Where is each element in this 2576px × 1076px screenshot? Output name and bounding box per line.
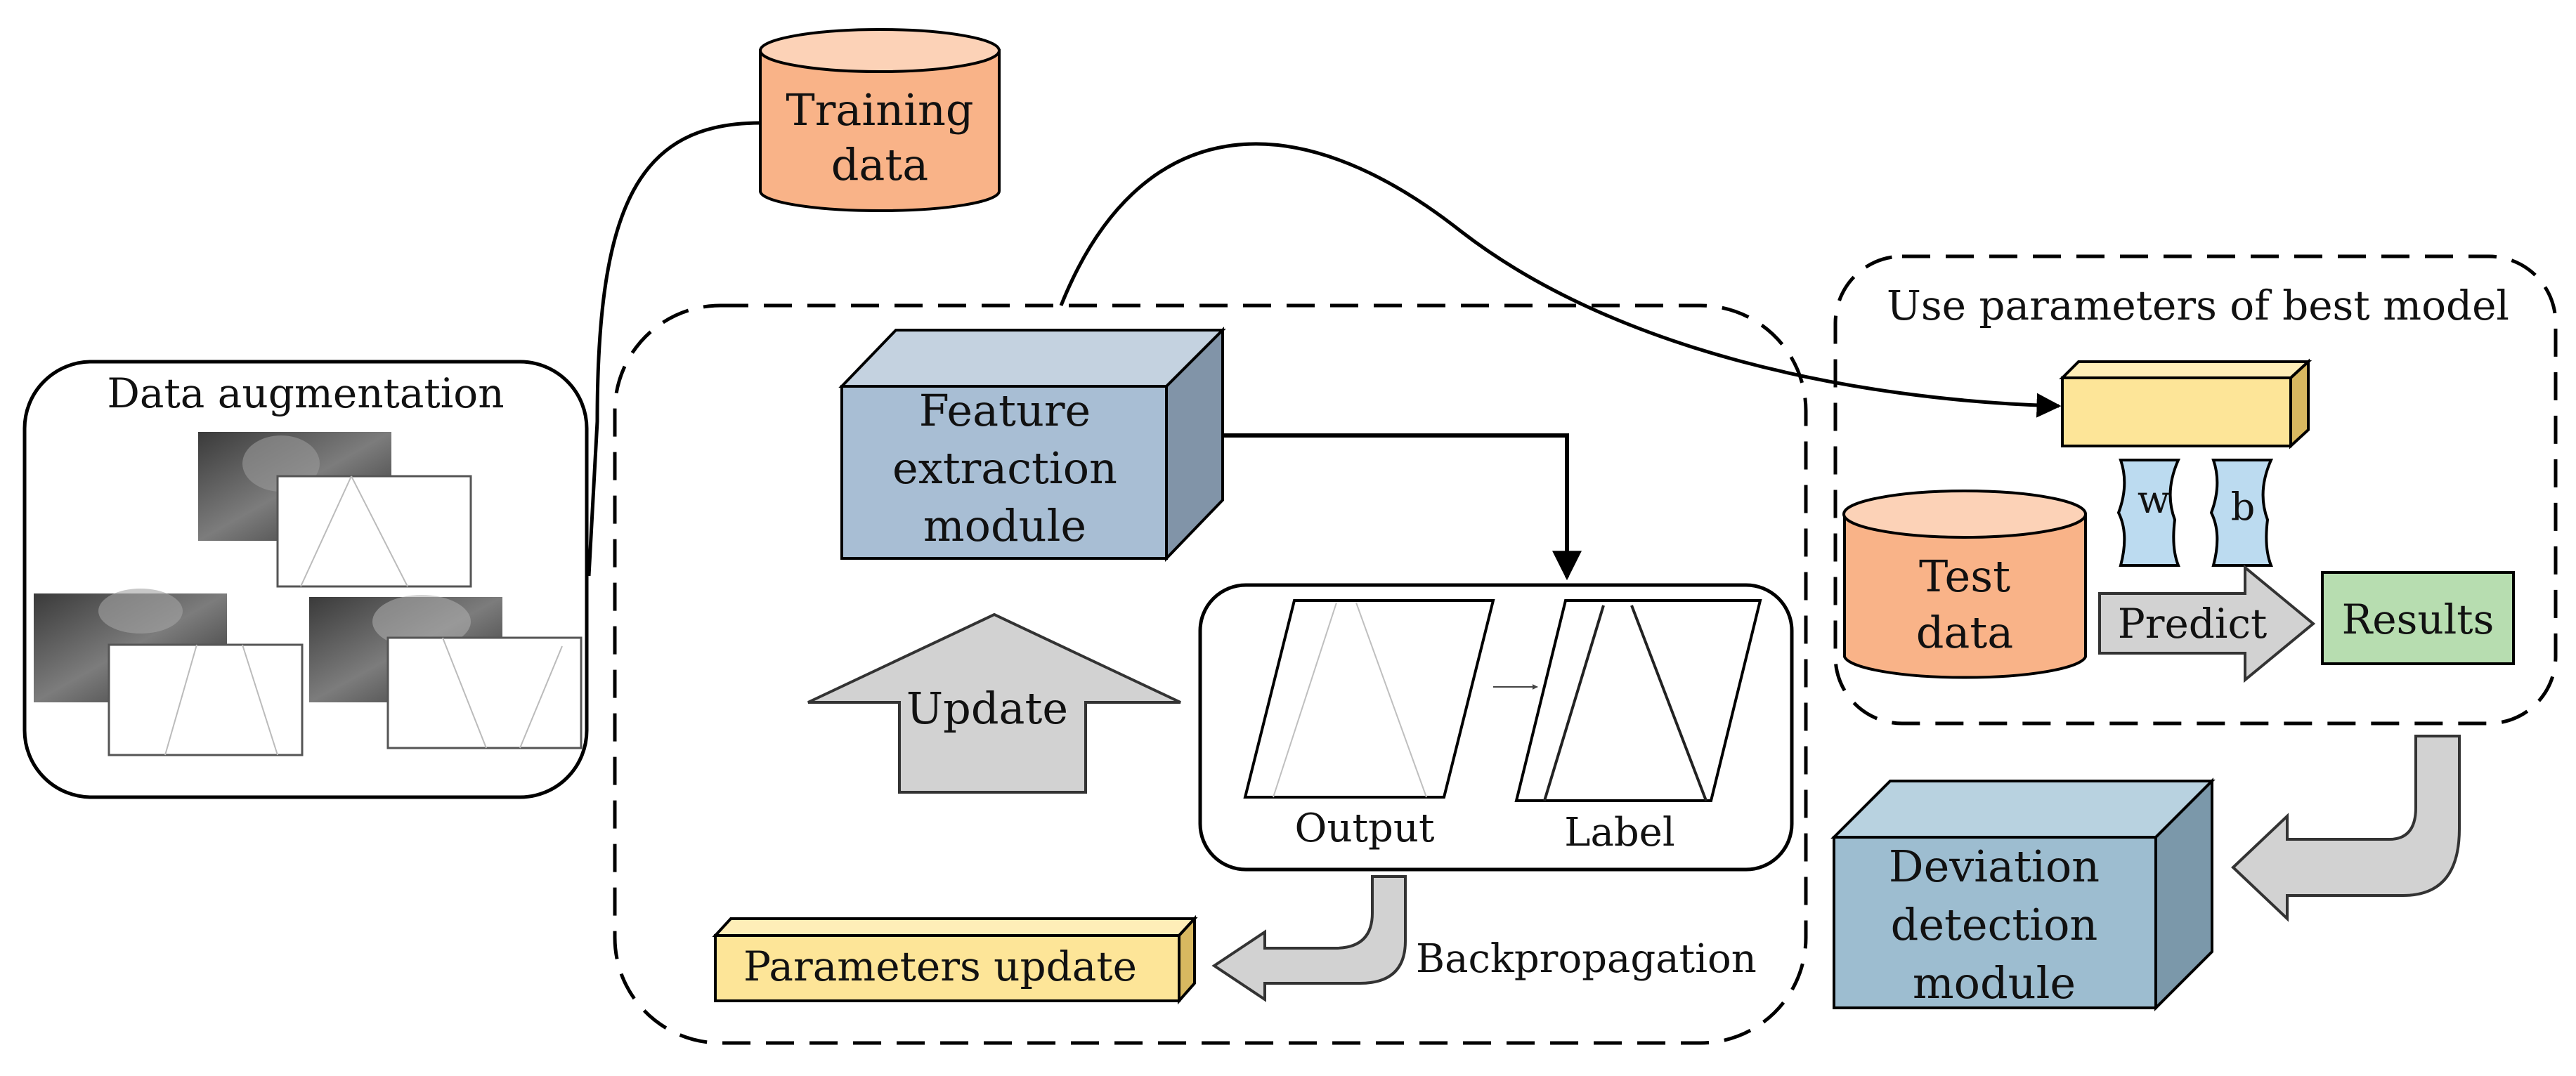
training-data-cylinder: Training data [759,28,1001,212]
parameters-update-label: Parameters update [743,943,1137,990]
bias-b-label: b [2231,485,2256,529]
test-data-cylinder: Test data [1842,490,2087,679]
data-augmentation-panel: Data augmentation [22,360,589,799]
weight-w-label: w [2138,478,2170,522]
best-model-boundary [1833,254,2558,726]
best-model-block [2059,358,2312,450]
augmented-sample-1 [198,432,472,588]
test-data-label-line2: data [1916,607,2014,658]
training-data-label-line1: Training [786,84,973,136]
backpropagation-arrow [1211,875,1407,1002]
predict-label: Predict [2118,600,2268,648]
best-model-title: Use parameters of best model [1887,282,2509,329]
augmented-sample-2 [34,589,304,756]
feature-extraction-label-line3: module [923,500,1086,551]
training-loop-boundary [613,303,1808,1045]
update-label: Update [906,683,1068,734]
label-image [1514,599,1762,802]
feature-extraction-label-line2: extraction [892,442,1117,494]
results-box: Results [2321,571,2515,665]
feature-extraction-module: Feature extraction module [838,327,1226,562]
weight-w-shape: w [2116,459,2181,567]
training-data-label-line2: data [831,139,929,190]
output-label-panel: Output Label [1198,583,1794,872]
test-data-label-line1: Test [1919,551,2010,602]
predict-arrow: Predict [2098,564,2316,683]
deviation-detection-label-line2: detection [1891,899,2098,950]
output-label: Output [1295,806,1435,851]
feature-extraction-label-line1: Feature [919,385,1091,436]
training-loop-to-best-model-curve [1059,142,2062,418]
output-image [1243,599,1495,799]
deviation-detection-label-line1: Deviation [1889,841,2100,892]
backpropagation-label: Backpropagation [1416,936,1757,982]
augmented-sample-3 [309,595,583,749]
parameters-update-block: Parameters update [712,914,1198,1005]
update-arrow: Update [807,612,1181,794]
results-to-deviation-arrow [2231,735,2461,922]
results-label: Results [2342,596,2494,643]
training-to-augmentation-curve [587,121,761,577]
data-augmentation-title: Data augmentation [107,369,504,417]
bias-b-shape: b [2209,459,2274,567]
feature-to-output-arrow [1224,433,1582,581]
label-label: Label [1564,810,1674,855]
deviation-detection-module: Deviation detection module [1830,778,2216,1011]
deviation-detection-label-line3: module [1913,957,2076,1009]
